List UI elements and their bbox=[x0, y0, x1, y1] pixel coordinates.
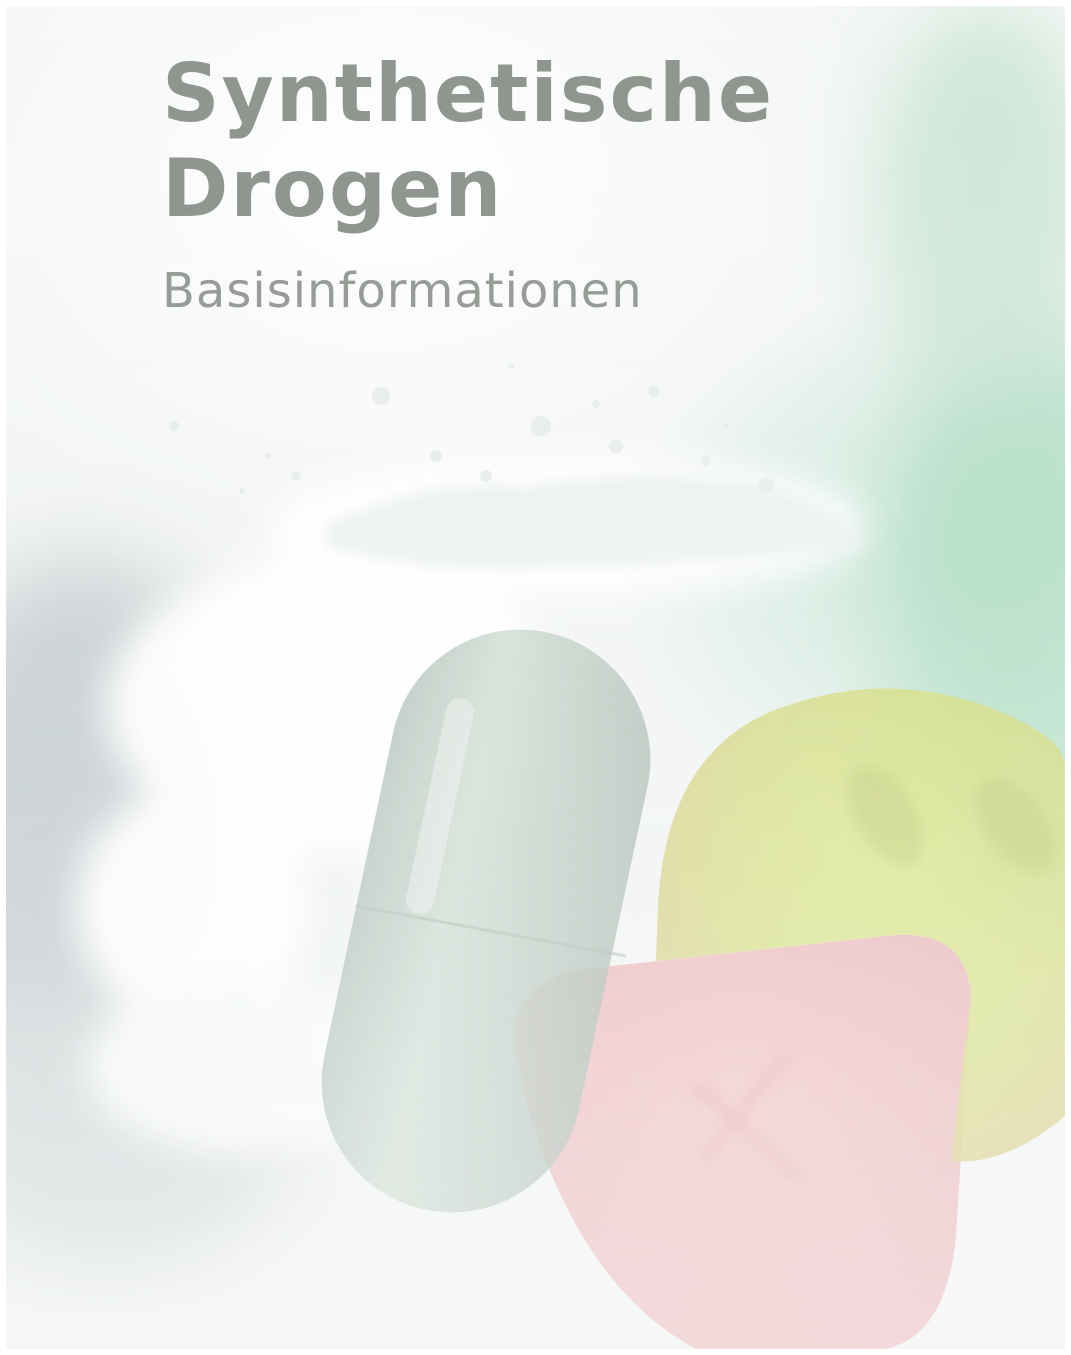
cover-title-line-2: Drogen bbox=[162, 142, 504, 235]
cover-title: Synthetische Drogen bbox=[162, 46, 774, 236]
cover-subtitle: Basisinformationen bbox=[162, 263, 643, 319]
cover-page: Synthetische Drogen Basisinformationen bbox=[6, 6, 1065, 1349]
cover-title-line-1: Synthetische bbox=[162, 47, 775, 140]
cover-photo bbox=[6, 6, 1065, 1349]
